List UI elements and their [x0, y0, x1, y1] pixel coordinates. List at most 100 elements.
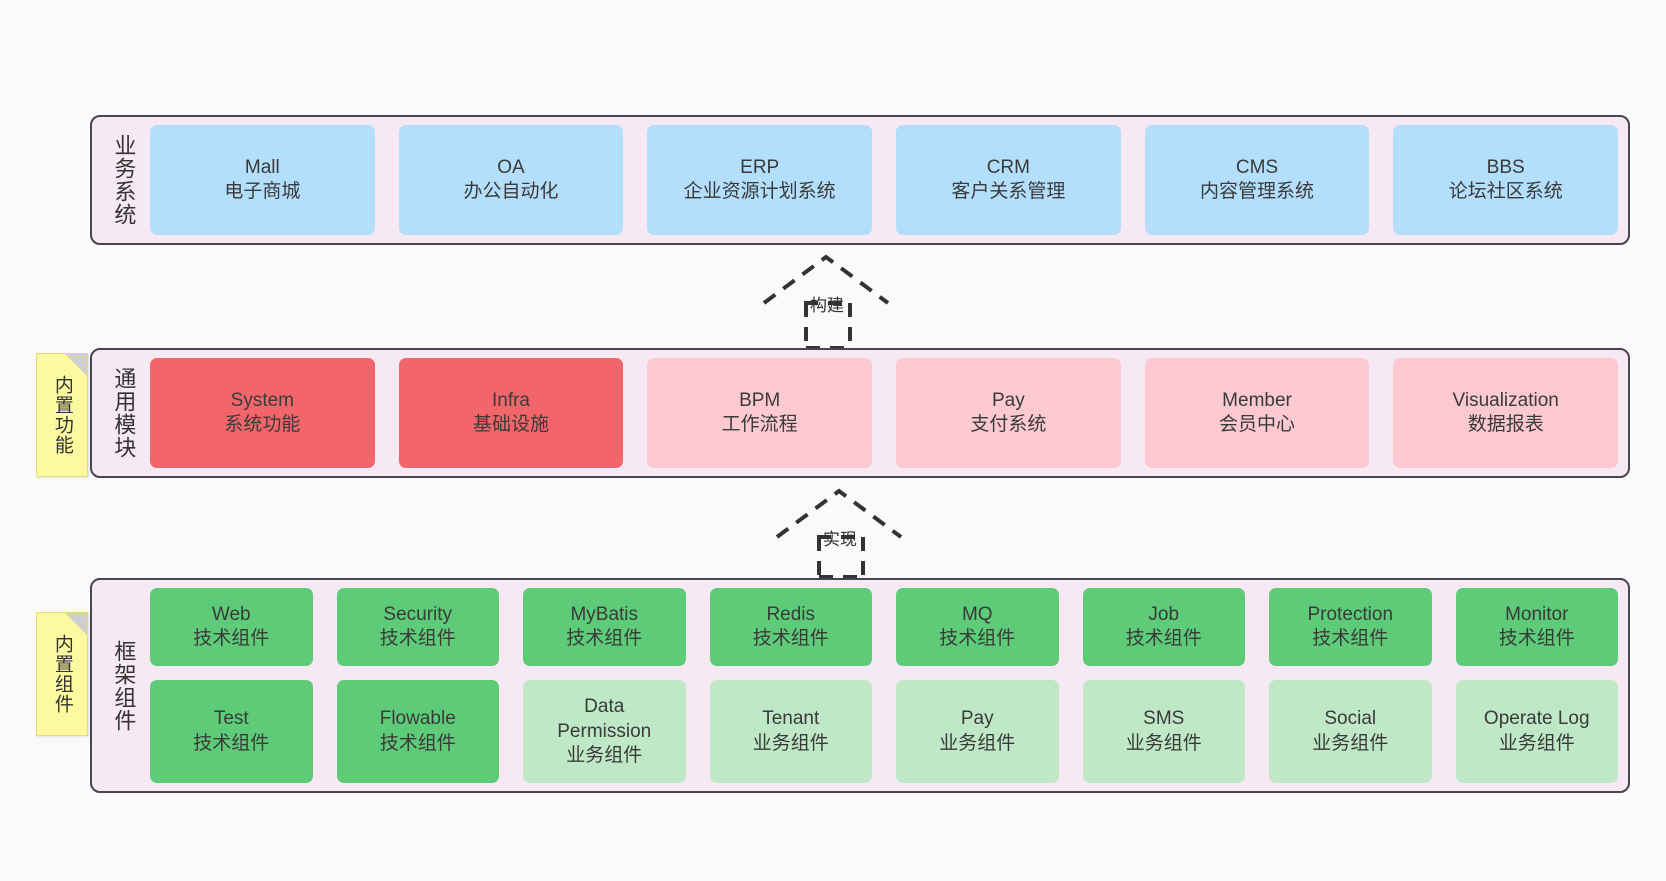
card-social[interactable]: Social 业务组件 — [1269, 680, 1432, 783]
card-cms[interactable]: CMS 内容管理系统 — [1144, 125, 1370, 235]
card-title: Social — [1324, 708, 1377, 730]
card-subtitle: 技术组件 — [939, 628, 1016, 650]
card-subtitle: 技术组件 — [193, 628, 270, 650]
card-subtitle: 技术组件 — [1312, 628, 1389, 650]
card-title: Pay — [960, 708, 994, 730]
card-title: Flowable — [379, 708, 456, 730]
card-subtitle: 内容管理系统 — [1200, 181, 1315, 202]
layer-title-framework-components: 框架组件 — [111, 639, 137, 732]
card-subtitle: 技术组件 — [379, 628, 456, 650]
card-subtitle: 业务组件 — [1498, 732, 1575, 754]
card-mall[interactable]: Mall 电子商城 — [150, 125, 375, 235]
card-security[interactable]: Security 技术组件 — [336, 588, 499, 667]
layer-framework-components: 框架组件 Web 技术组件 Security 技术组件 MyBatis 技术组件… — [90, 578, 1630, 793]
card-job[interactable]: Job 技术组件 — [1082, 588, 1245, 667]
connector-implement-icon — [775, 488, 903, 579]
layer-title-common-modules: 通用模块 — [111, 367, 137, 459]
card-title: Security — [383, 603, 453, 625]
card-test[interactable]: Test 技术组件 — [150, 680, 313, 783]
card-title: ERP — [740, 156, 780, 178]
card-subtitle: 论坛社区系统 — [1448, 181, 1563, 202]
card-bpm[interactable]: BPM 工作流程 — [647, 358, 873, 468]
card-mybatis[interactable]: MyBatis 技术组件 — [523, 588, 686, 667]
card-infra[interactable]: Infra 基础设施 — [398, 358, 624, 468]
card-pay-component[interactable]: Pay 业务组件 — [896, 680, 1059, 783]
connector-build-label: 构建 — [810, 296, 844, 315]
card-subtitle: 支付系统 — [970, 414, 1047, 435]
card-subtitle: 技术组件 — [566, 628, 643, 650]
card-flowable[interactable]: Flowable 技术组件 — [336, 680, 499, 783]
card-web[interactable]: Web 技术组件 — [150, 588, 313, 667]
card-oa[interactable]: OA 办公自动化 — [398, 125, 624, 235]
card-subtitle: 基础设施 — [473, 414, 550, 435]
card-subtitle: 会员中心 — [1219, 414, 1296, 435]
sticky-note-builtin-features: 内置功能 — [36, 353, 88, 477]
connector-build: 构建 — [762, 254, 902, 350]
layer-body-framework-components: Web 技术组件 Security 技术组件 MyBatis 技术组件 Redi… — [144, 588, 1618, 783]
card-subtitle: 技术组件 — [1125, 628, 1202, 650]
card-subtitle: 技术组件 — [193, 732, 270, 754]
card-title: BBS — [1486, 156, 1525, 178]
card-data-permission[interactable]: Data Permission 业务组件 — [523, 680, 686, 783]
card-title: Infra — [491, 389, 531, 411]
card-crm[interactable]: CRM 客户关系管理 — [896, 125, 1121, 235]
card-system[interactable]: System 系统功能 — [150, 358, 375, 468]
layer-title-business-systems: 业务系统 — [111, 134, 137, 226]
card-title: CRM — [986, 156, 1030, 178]
card-subtitle: 电子商城 — [224, 181, 301, 202]
sticky-note-label: 内置功能 — [51, 375, 73, 455]
card-protection[interactable]: Protection 技术组件 — [1269, 588, 1432, 667]
card-title: Mall — [244, 156, 280, 178]
card-subtitle: 系统功能 — [224, 414, 301, 435]
card-subtitle: 技术组件 — [752, 628, 829, 650]
card-title: Web — [211, 603, 251, 625]
card-subtitle: 企业资源计划系统 — [683, 181, 836, 202]
folded-corner-icon — [65, 354, 87, 376]
card-subtitle: 业务组件 — [1312, 732, 1389, 754]
card-visualization[interactable]: Visualization 数据报表 — [1393, 358, 1619, 468]
card-title: Test — [213, 708, 249, 730]
card-title: MyBatis — [570, 603, 639, 625]
layer-body-business-systems: Mall 电子商城 OA 办公自动化 ERP 企业资源计划系统 CRM 客户关系… — [144, 125, 1619, 235]
layer-body-common-modules: System 系统功能 Infra 基础设施 BPM 工作流程 Pay 支付系统… — [144, 358, 1619, 468]
card-row: Test 技术组件 Flowable 技术组件 Data Permission … — [150, 680, 1618, 783]
card-operate-log[interactable]: Operate Log 业务组件 — [1455, 680, 1618, 783]
card-pay[interactable]: Pay 支付系统 — [896, 358, 1121, 468]
card-title: Member — [1222, 389, 1292, 411]
card-subtitle: 业务组件 — [566, 744, 643, 766]
card-subtitle: 数据报表 — [1467, 414, 1544, 435]
card-title: Tenant — [762, 708, 820, 730]
card-title: Protection — [1307, 603, 1394, 625]
card-member[interactable]: Member 会员中心 — [1144, 358, 1370, 468]
card-title: BPM — [739, 389, 781, 411]
card-subtitle: 业务组件 — [939, 732, 1016, 754]
card-subtitle: 业务组件 — [1125, 732, 1202, 754]
card-redis[interactable]: Redis 技术组件 — [709, 588, 872, 667]
sticky-note-label: 内置组件 — [51, 634, 73, 714]
card-row: System 系统功能 Infra 基础设施 BPM 工作流程 Pay 支付系统… — [150, 358, 1619, 468]
card-tenant[interactable]: Tenant 业务组件 — [709, 680, 872, 783]
connector-implement-label: 实现 — [823, 530, 857, 549]
connector-implement: 实现 — [775, 488, 915, 579]
card-title: Pay — [991, 389, 1025, 411]
card-row: Web 技术组件 Security 技术组件 MyBatis 技术组件 Redi… — [150, 588, 1618, 667]
card-bbs[interactable]: BBS 论坛社区系统 — [1393, 125, 1619, 235]
card-title: OA — [497, 156, 525, 178]
layer-common-modules: 通用模块 System 系统功能 Infra 基础设施 BPM 工作流程 Pay… — [90, 348, 1630, 478]
card-subtitle: 工作流程 — [721, 414, 798, 435]
card-title: CMS — [1235, 156, 1279, 178]
layer-business-systems: 业务系统 Mall 电子商城 OA 办公自动化 ERP 企业资源计划系统 CRM… — [90, 115, 1630, 245]
card-title: Operate Log — [1483, 708, 1590, 730]
card-subtitle: 技术组件 — [1498, 628, 1575, 650]
card-title: SMS — [1143, 708, 1185, 730]
card-row: Mall 电子商城 OA 办公自动化 ERP 企业资源计划系统 CRM 客户关系… — [150, 125, 1619, 235]
card-mq[interactable]: MQ 技术组件 — [896, 588, 1059, 667]
card-sms[interactable]: SMS 业务组件 — [1082, 680, 1245, 783]
card-title: Redis — [766, 603, 816, 625]
card-monitor[interactable]: Monitor 技术组件 — [1455, 588, 1618, 667]
card-title: System — [230, 389, 295, 411]
card-subtitle: 业务组件 — [752, 732, 829, 754]
card-title: MQ — [961, 603, 993, 625]
card-erp[interactable]: ERP 企业资源计划系统 — [647, 125, 873, 235]
